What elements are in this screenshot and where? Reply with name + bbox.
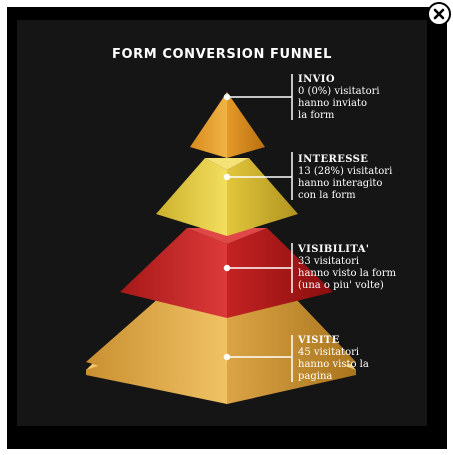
- stage-name: VISIBILITA': [298, 244, 370, 255]
- funnel-stage-interesse: [156, 158, 298, 236]
- stage-description: 33 visitatori hanno visto la form (una o…: [298, 256, 397, 291]
- stage-description: 13 (28%) visitatori hanno interagito con…: [298, 166, 393, 201]
- close-x-icon: [433, 8, 445, 20]
- stage-description: 45 visitatori hanno visto la pagina: [298, 347, 369, 382]
- funnel-title: FORM CONVERSION FUNNEL: [111, 47, 333, 62]
- label-connectors: [223, 74, 293, 382]
- stage-label-invio: INVIO 0 (0%) visitatori hanno inviato la…: [298, 74, 428, 122]
- stage-description: 0 (0%) visitatori hanno inviato la form: [298, 86, 380, 121]
- stage-name: VISITE: [298, 335, 340, 346]
- funnel-stage-invio: [190, 92, 265, 158]
- stage-label-visite: VISITE 45 visitatori hanno visto la pagi…: [298, 335, 428, 383]
- stage-name: INVIO: [298, 74, 335, 85]
- stage-label-visibilita: VISIBILITA' 33 visitatori hanno visto la…: [298, 244, 428, 292]
- close-button[interactable]: [427, 2, 451, 26]
- stage-label-interesse: INTERESSE 13 (28%) visitatori hanno inte…: [298, 154, 428, 202]
- stage-name: INTERESSE: [298, 154, 369, 165]
